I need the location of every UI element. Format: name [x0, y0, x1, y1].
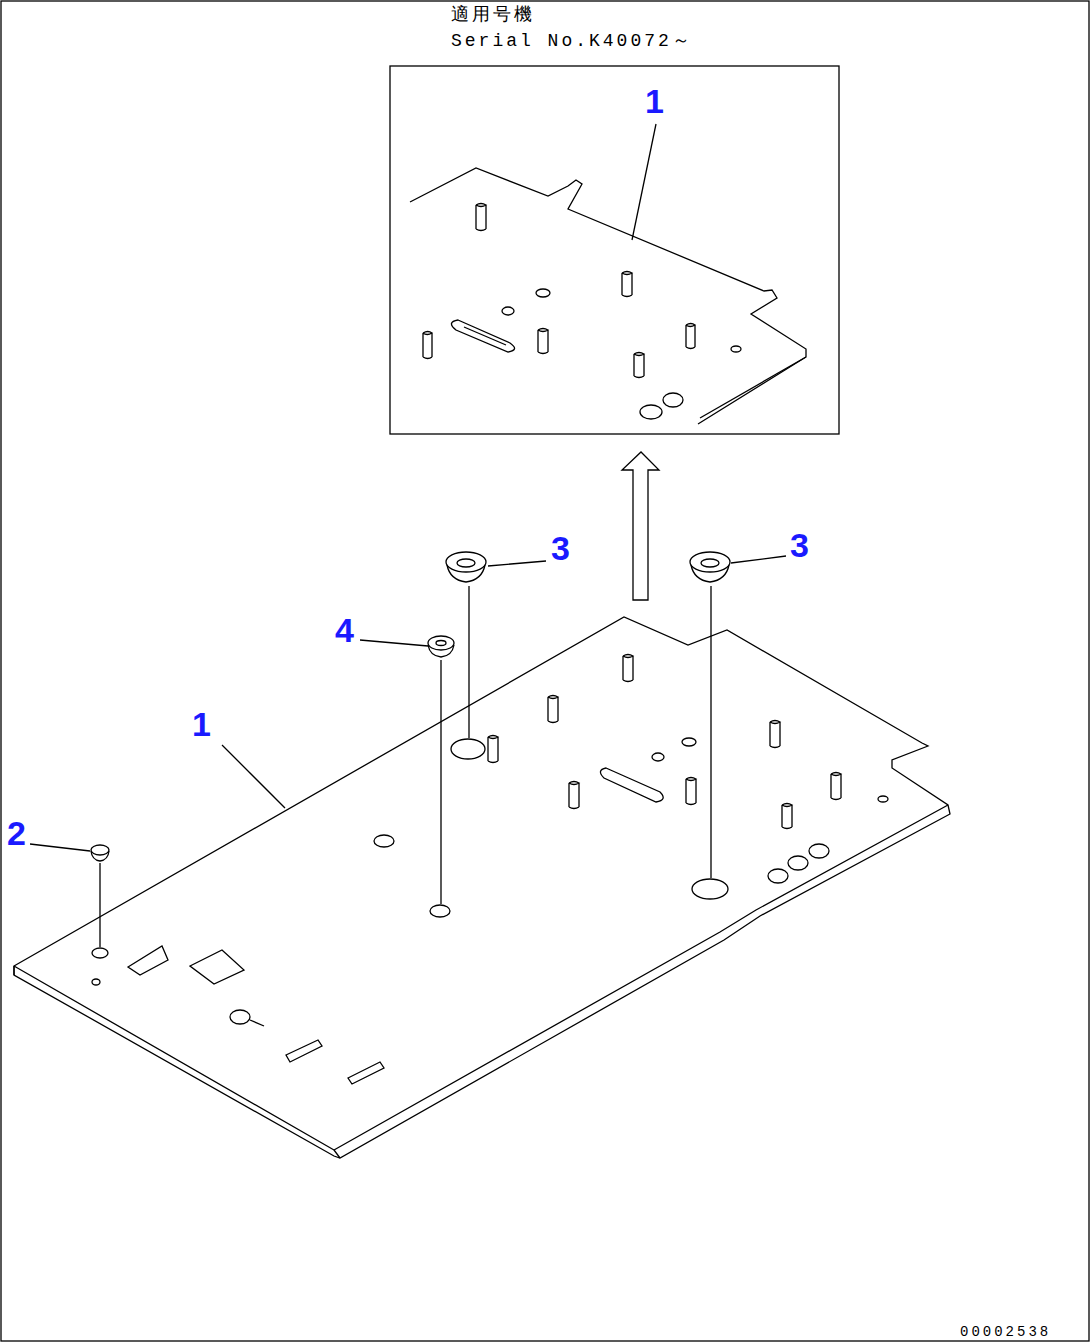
drawing-stroke — [348, 1062, 384, 1084]
drawing-stroke — [410, 168, 806, 424]
drawing-stroke — [700, 357, 806, 418]
drawing-stroke — [663, 393, 683, 407]
inset-pegs — [423, 204, 695, 378]
drawing-stroke — [488, 561, 546, 566]
drawing-stroke — [446, 552, 486, 572]
drawing-stroke — [701, 559, 719, 567]
drawing-stroke — [690, 552, 730, 572]
callout-number: 3 — [790, 528, 809, 562]
drawing-stroke — [686, 778, 696, 805]
drawing-stroke — [502, 307, 514, 315]
drawing-stroke — [768, 869, 788, 883]
drawing-stroke — [99, 863, 100, 947]
plug-hole — [92, 948, 108, 958]
main-pegs — [488, 655, 841, 829]
drawing-stroke — [436, 641, 446, 646]
drawing-stroke — [250, 1020, 264, 1026]
drawing-stroke — [14, 966, 340, 1158]
drawing-stroke — [14, 617, 950, 1158]
inset-plate — [410, 168, 806, 424]
drawing-stroke — [710, 586, 711, 878]
drawing-stroke — [464, 327, 506, 345]
grommet-part — [446, 552, 486, 582]
drawing-stroke — [569, 782, 579, 809]
drawing-stroke — [691, 565, 729, 582]
drawing-stroke — [128, 946, 168, 975]
drawing-stroke — [457, 559, 475, 567]
drawing-stroke — [809, 844, 829, 858]
drawing-stroke — [230, 1010, 250, 1024]
drawing-stroke — [634, 353, 644, 378]
drawing-stroke — [488, 736, 498, 763]
drawing-stroke — [447, 565, 485, 582]
inset-slot — [451, 320, 514, 352]
drawing-stroke — [428, 645, 454, 657]
drawing-stroke — [652, 753, 664, 761]
callout-number: 2 — [7, 816, 26, 850]
drawing-stroke — [360, 640, 428, 646]
drawing-stroke — [190, 950, 244, 984]
serial-heading: 適用号機 — [451, 6, 535, 24]
drawing-stroke — [632, 124, 656, 240]
grommet-hole — [692, 879, 728, 899]
drawing-stroke — [623, 655, 633, 682]
drawing-stroke — [91, 851, 109, 861]
main-plate — [14, 617, 950, 1158]
callout-number: 3 — [551, 531, 570, 565]
plug-hole — [430, 905, 450, 917]
drawing-stroke — [731, 346, 741, 352]
callout-number: 1 — [645, 84, 664, 118]
inset-frame — [390, 66, 839, 434]
drawing-number: 00002538 — [960, 1325, 1051, 1339]
drawing-stroke — [878, 796, 888, 802]
drawing-stroke — [476, 204, 486, 231]
drawing-stroke — [640, 405, 662, 419]
direction-arrow — [622, 452, 659, 600]
drawing-stroke — [286, 1040, 322, 1062]
serial-range: Serial No.K40072～ — [451, 32, 693, 50]
plug-part — [91, 845, 109, 861]
drawing-stroke — [770, 721, 780, 748]
drawing-stroke — [423, 332, 432, 359]
callout-number: 1 — [192, 707, 211, 741]
drawing-stroke — [374, 835, 394, 847]
drawing-stroke — [468, 586, 469, 738]
drawing-stroke — [831, 773, 841, 800]
drawing-stroke — [538, 329, 548, 354]
drawing-stroke — [91, 845, 109, 855]
drawing-stroke — [788, 856, 808, 870]
drawing-stroke — [782, 804, 792, 829]
drawing-stroke — [222, 745, 285, 808]
grommet-part — [690, 552, 730, 582]
drawing-stroke — [731, 556, 786, 563]
drawing-stroke — [682, 738, 696, 746]
main-slot — [600, 768, 663, 802]
drawing-stroke — [536, 289, 550, 297]
drawing-stroke — [428, 636, 454, 650]
drawing-stroke — [686, 324, 695, 349]
leader-lines — [30, 124, 786, 947]
drawing-stroke — [334, 805, 948, 1150]
callout-number: 4 — [335, 613, 354, 647]
drawing-stroke — [622, 272, 632, 297]
drawing-stroke — [30, 844, 90, 851]
grommet-hole — [451, 739, 485, 759]
drawing-stroke — [440, 660, 441, 904]
drawing-stroke — [92, 979, 100, 985]
plug-part — [428, 636, 454, 657]
drawing-stroke — [548, 696, 558, 723]
